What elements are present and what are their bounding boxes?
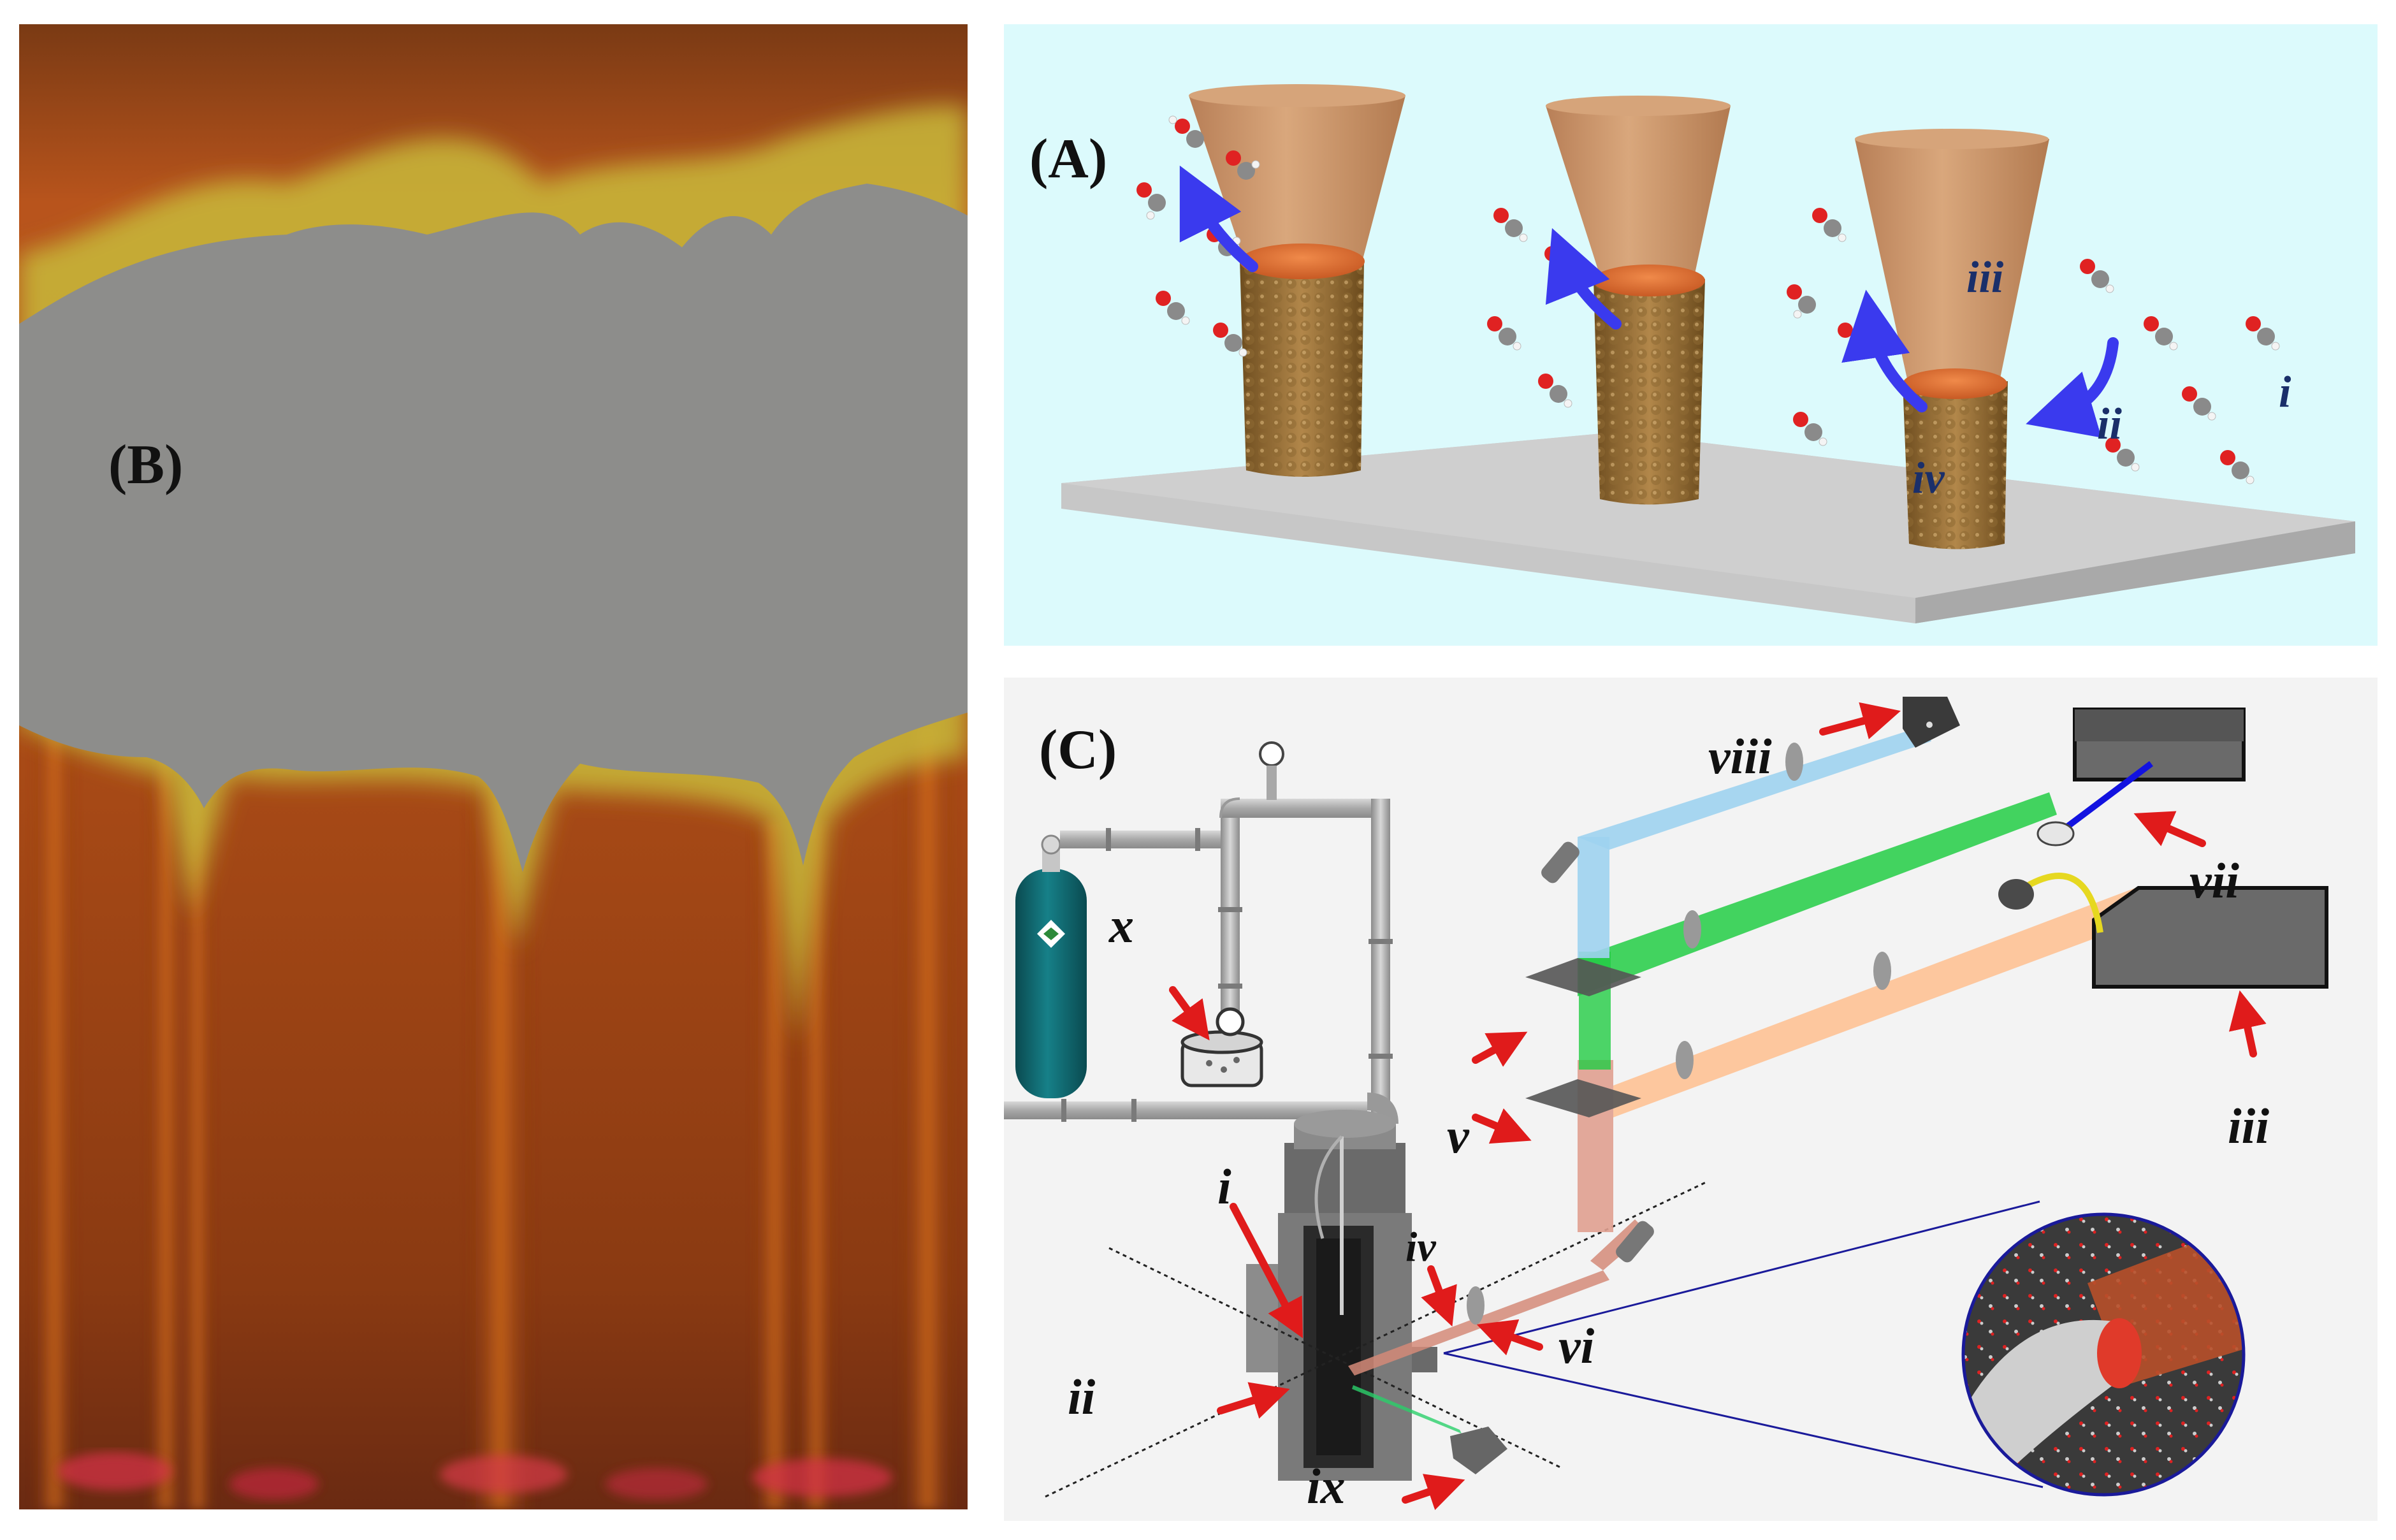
label-c-viii: viii	[1708, 729, 1772, 784]
label-c-v: v	[1447, 1108, 1470, 1163]
panel-c-label: (C)	[1039, 719, 1117, 781]
label-c-iii: iii	[2228, 1098, 2269, 1154]
pillar-2	[1546, 96, 1731, 505]
label-a-iii: iii	[1966, 253, 2004, 302]
laser-beams	[1348, 725, 2145, 1434]
label-c-ix: ix	[1307, 1458, 1346, 1514]
detector-ix	[1450, 1427, 1507, 1474]
magnified-inset	[1443, 1200, 2246, 1497]
laser-iii	[1998, 873, 2328, 989]
red-arrows	[1169, 702, 2267, 1511]
optics	[1467, 743, 1891, 1325]
label-c-ii: ii	[1068, 1369, 1096, 1425]
label-c-iv: iv	[1405, 1224, 1436, 1270]
label-c-vi: vi	[1558, 1318, 1595, 1374]
laser-vii	[2037, 708, 2246, 846]
panel-b-photo: (B)	[19, 24, 968, 1509]
dichroic-mirrors	[1525, 958, 1641, 1117]
panel-a-drawing: (A) iii iv ii i	[1029, 84, 2355, 623]
panel-a-schematic: (A) iii iv ii i	[1004, 24, 2378, 646]
label-a-ii: ii	[2097, 400, 2122, 449]
label-c-i: i	[1217, 1159, 1231, 1214]
detector-viii	[1903, 697, 1960, 748]
label-c-vii: vii	[2189, 853, 2239, 908]
reactor-chamber	[1246, 1110, 1437, 1481]
label-c-x: x	[1108, 897, 1134, 953]
panel-a-label: (A)	[1029, 128, 1107, 190]
label-a-iv: iv	[1912, 454, 1945, 503]
blue-flow-arrows	[1179, 165, 2119, 438]
panel-c-drawing: (C) viii vii iii x v vi iv i ii ix	[1004, 697, 2328, 1514]
bubbler	[1180, 1007, 1263, 1087]
label-a-i: i	[2279, 368, 2291, 417]
panel-b-label: (B)	[108, 434, 183, 496]
panel-b-image: (B)	[19, 24, 968, 1509]
gas-cylinder	[1015, 834, 1087, 1098]
pillar-1	[1189, 84, 1405, 477]
panel-c-apparatus: (C) viii vii iii x v vi iv i ii ix	[1004, 678, 2378, 1521]
